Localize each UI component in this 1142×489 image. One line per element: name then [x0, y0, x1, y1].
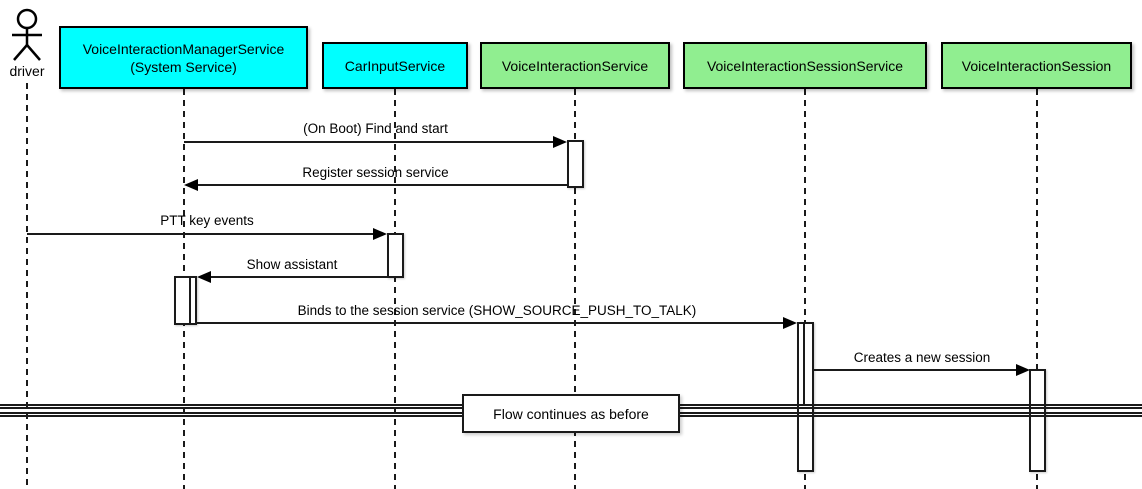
participant-label-line1: VoiceInteractionManagerService [82, 40, 285, 57]
lifeline-voiceinteractionsessionservice [804, 89, 806, 489]
message-arrow-on-boot [184, 141, 555, 143]
lifeline-voiceinteractionsession [1036, 89, 1038, 489]
arrowhead-right-icon [373, 228, 387, 240]
arrowhead-right-icon [1016, 364, 1030, 376]
activation-carinputservice [387, 233, 404, 278]
message-label-creates-new-session: Creates a new session [853, 350, 991, 365]
message-arrow-creates-session [814, 369, 1018, 371]
message-label-binds-to-session-service: Binds to the session service (SHOW_SOURC… [297, 303, 697, 318]
participant-voiceinteractionservice: VoiceInteractionService [480, 42, 670, 89]
actor-label-driver: driver [9, 63, 45, 79]
arrowhead-left-icon [197, 271, 211, 283]
participant-label: VoiceInteractionService [501, 57, 649, 74]
lifeline-voiceinteractionservice [574, 89, 576, 489]
participant-label-line2: (System Service) [130, 58, 237, 75]
participant-voiceinteractionsessionservice: VoiceInteractionSessionService [683, 42, 927, 89]
divider-label: Flow continues as before [493, 405, 649, 422]
arrowhead-left-icon [184, 179, 198, 191]
activation-voiceinteractionmanagerservice [174, 276, 197, 325]
activation-innerline-sessionservice [803, 322, 805, 405]
actor-icon [12, 8, 42, 61]
activation-voiceinteractionsession [1029, 369, 1046, 472]
divider-box: Flow continues as before [462, 394, 680, 433]
message-label-ptt-key-events: PTT key events [160, 213, 254, 228]
activation-voiceinteractionsessionservice [797, 322, 814, 472]
participant-carinputservice: CarInputService [322, 42, 468, 89]
message-arrow-binds [197, 322, 785, 324]
participant-label: VoiceInteractionSessionService [706, 57, 904, 74]
lifeline-carinputservice [394, 89, 396, 489]
lifeline-driver [26, 83, 28, 489]
message-arrow-ptt [27, 233, 375, 235]
activation-innerline-vims [189, 276, 191, 325]
message-label-on-boot-find-and-start: (On Boot) Find and start [303, 121, 448, 136]
participant-label: CarInputService [344, 57, 446, 74]
message-arrow-register [196, 184, 567, 186]
message-label-show-assistant: Show assistant [246, 257, 338, 272]
participant-voiceinteractionmanagerservice: VoiceInteractionManagerService (System S… [59, 26, 308, 89]
participant-label: VoiceInteractionSession [961, 57, 1112, 74]
participant-voiceinteractionsession: VoiceInteractionSession [941, 42, 1132, 89]
arrowhead-right-icon [553, 136, 567, 148]
message-label-register-session-service: Register session service [302, 165, 449, 180]
activation-voiceinteractionservice [567, 140, 584, 188]
arrowhead-right-icon [783, 317, 797, 329]
message-arrow-show-assistant [209, 276, 387, 278]
